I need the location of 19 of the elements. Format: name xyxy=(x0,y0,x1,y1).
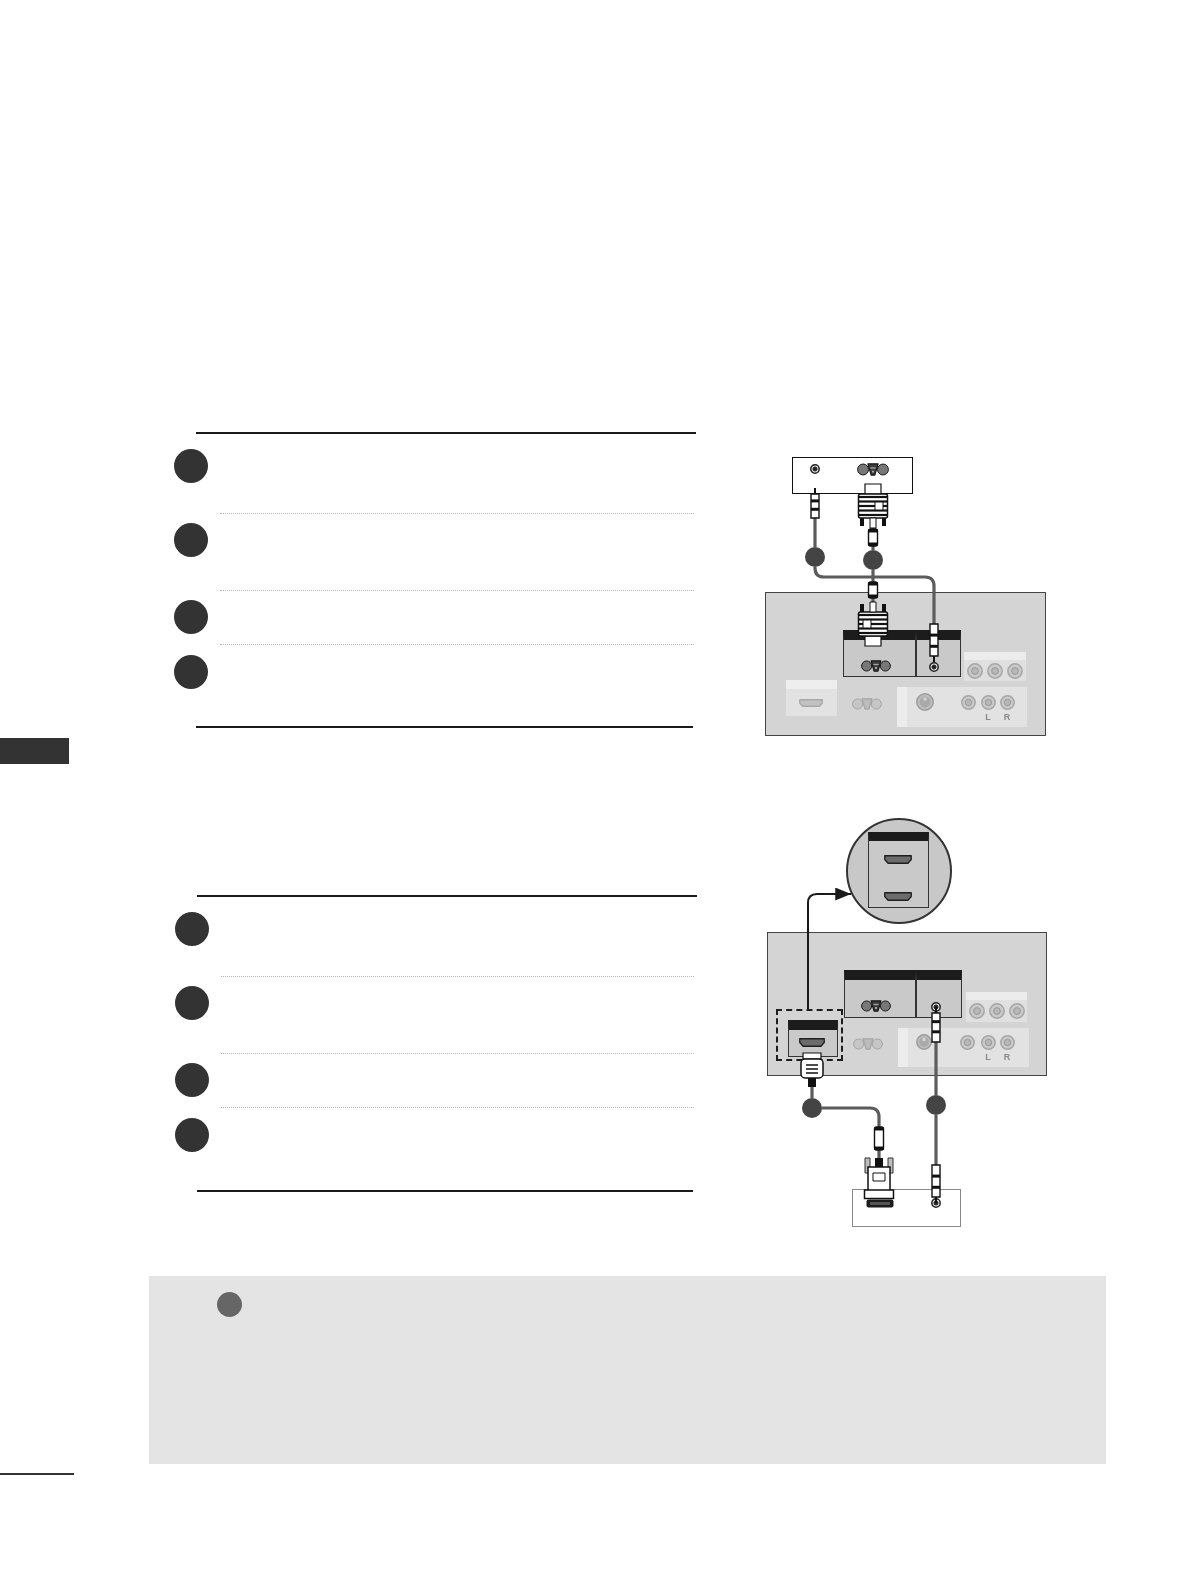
cable xyxy=(822,1106,895,1200)
callout-circle xyxy=(805,547,825,567)
port-panel xyxy=(915,969,962,1018)
callout-circle xyxy=(802,1098,822,1118)
cable xyxy=(813,566,939,663)
cable xyxy=(931,1006,941,1095)
cable xyxy=(931,1115,941,1204)
cable xyxy=(857,482,889,550)
port-panel xyxy=(843,969,916,1018)
jack-label: L xyxy=(984,1052,992,1062)
jack-label: R xyxy=(1002,1052,1012,1062)
jack-label: L xyxy=(984,712,992,722)
callout-circle xyxy=(863,550,883,570)
cable xyxy=(800,1052,824,1098)
jack-label: R xyxy=(1002,712,1012,722)
callout-circle xyxy=(926,1095,946,1115)
cable xyxy=(810,487,820,547)
arrow xyxy=(807,887,853,1010)
cable xyxy=(857,570,889,648)
